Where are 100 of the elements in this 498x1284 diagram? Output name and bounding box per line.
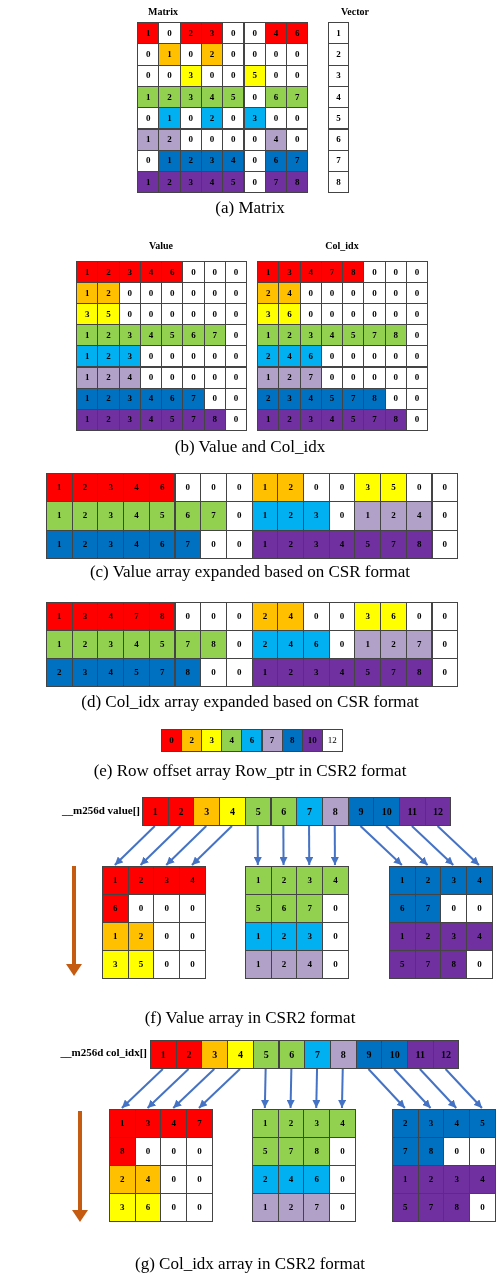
matrix-cell: 7: [182, 408, 205, 431]
matrix-cell: 0: [466, 950, 493, 979]
matrix-cell: 4: [299, 261, 322, 284]
matrix-cell: 2: [278, 324, 301, 347]
matrix-cell: 3: [257, 303, 280, 326]
matrix-cell: 1: [46, 630, 73, 659]
matrix-cell: 6: [161, 387, 184, 410]
matrix-cell: 4: [469, 1165, 496, 1194]
matrix-cell: 0: [224, 345, 247, 368]
matrix-cell: 0: [405, 345, 428, 368]
arrow: [367, 1068, 406, 1109]
matrix-cell: 1: [102, 866, 129, 895]
matrix-cell: 4: [123, 529, 150, 559]
matrix-cell: 6: [102, 894, 129, 923]
matrix-cell: 2: [97, 324, 120, 347]
matrix-cell: 4: [322, 866, 349, 895]
matrix-cell: 6: [278, 303, 301, 326]
matrix-cell: 3: [299, 324, 322, 347]
matrix-cell: 5: [380, 473, 407, 503]
matrix-cell: 1: [389, 866, 416, 895]
matrix-cell: 2: [97, 387, 120, 410]
matrix-cell: 6: [161, 261, 184, 284]
grid-title: Col_idx: [324, 240, 360, 251]
matrix-cell: 8: [363, 387, 386, 410]
matrix-cell: 4: [329, 1109, 356, 1138]
matrix-cell: 4: [97, 658, 125, 687]
matrix-cell: 1: [46, 529, 73, 559]
array-cell: 1: [150, 1040, 177, 1069]
matrix-cell: 1: [109, 1109, 136, 1138]
matrix-cell: 5: [392, 1193, 419, 1222]
matrix-cell: 3: [243, 107, 266, 130]
array-label: __m256d value[]: [61, 804, 140, 817]
matrix-cell: 4: [221, 729, 243, 752]
matrix-cell: 2: [277, 658, 304, 687]
matrix-cell: 2: [97, 345, 120, 368]
matrix-cell: 2: [46, 658, 73, 687]
matrix-cell: 0: [161, 729, 183, 752]
matrix-cell: 2: [392, 1109, 419, 1138]
matrix-cell: 4: [277, 602, 304, 631]
matrix-cell: 0: [222, 107, 245, 130]
array-cell: 3: [201, 1040, 229, 1069]
matrix-cell: 4: [123, 630, 150, 659]
matrix-cell: 4: [278, 282, 301, 305]
matrix-cell: 1: [389, 922, 416, 951]
matrix-cell: 1: [257, 366, 280, 389]
matrix-cell: 1: [76, 387, 99, 410]
matrix-cell: 2: [252, 1165, 279, 1194]
matrix-cell: 1: [76, 261, 99, 284]
matrix-cell: 3: [201, 729, 223, 752]
matrix-cell: 4: [466, 866, 493, 895]
matrix-cell: 1: [46, 602, 73, 631]
matrix-cell: 2: [179, 22, 202, 45]
matrix-cell: 4: [278, 345, 301, 368]
arrow: [165, 825, 208, 866]
matrix-cell: 2: [380, 630, 407, 659]
matrix-cell: 2: [257, 387, 280, 410]
matrix-cell: 1: [245, 950, 272, 979]
matrix-cell: 8: [405, 658, 433, 687]
matrix-cell: 0: [431, 658, 459, 687]
matrix-cell: 4: [296, 950, 324, 979]
matrix-cell: 0: [469, 1193, 496, 1222]
matrix-cell: 10: [301, 729, 323, 752]
matrix-cell: 1: [257, 261, 280, 284]
matrix-cell: 3: [118, 261, 141, 284]
matrix-cell: 7: [182, 387, 205, 410]
matrix-cell: 3: [102, 950, 129, 979]
arrow: [410, 825, 455, 866]
matrix-cell: 8: [281, 729, 303, 752]
matrix-cell: 6: [328, 128, 349, 151]
arrow: [338, 1068, 347, 1109]
matrix-cell: 7: [148, 658, 176, 687]
arrow: [312, 1068, 321, 1109]
matrix-cell: 3: [97, 501, 125, 531]
array-cell: 12: [424, 797, 452, 826]
matrix-cell: 2: [278, 408, 301, 431]
matrix-cell: 0: [186, 1193, 213, 1222]
matrix-cell: 8: [328, 171, 349, 194]
matrix-cell: 0: [179, 950, 206, 979]
array-cell: 1: [142, 797, 169, 826]
array-cell: 10: [381, 1040, 408, 1069]
matrix-cell: 4: [123, 501, 150, 531]
arrow: [113, 825, 156, 866]
matrix-cell: 7: [200, 501, 227, 531]
matrix-cell: 5: [342, 324, 365, 347]
matrix-cell: 8: [200, 630, 227, 659]
array-label: __m256d col_idx[]: [59, 1046, 147, 1059]
matrix-cell: 12: [321, 729, 343, 752]
matrix-cell: 3: [303, 501, 330, 531]
matrix-cell: 6: [286, 22, 309, 45]
matrix-cell: 5: [161, 408, 184, 431]
matrix-cell: 2: [257, 345, 280, 368]
matrix-cell: 4: [277, 630, 304, 659]
matrix-cell: 6: [380, 602, 407, 631]
matrix-cell: 7: [363, 408, 386, 431]
matrix-cell: 3: [303, 658, 330, 687]
arrow: [330, 825, 339, 866]
matrix-cell: 2: [158, 128, 181, 151]
tile-grid: [392, 1109, 496, 1222]
matrix-cell: 7: [380, 529, 407, 559]
arrow: [436, 825, 480, 866]
